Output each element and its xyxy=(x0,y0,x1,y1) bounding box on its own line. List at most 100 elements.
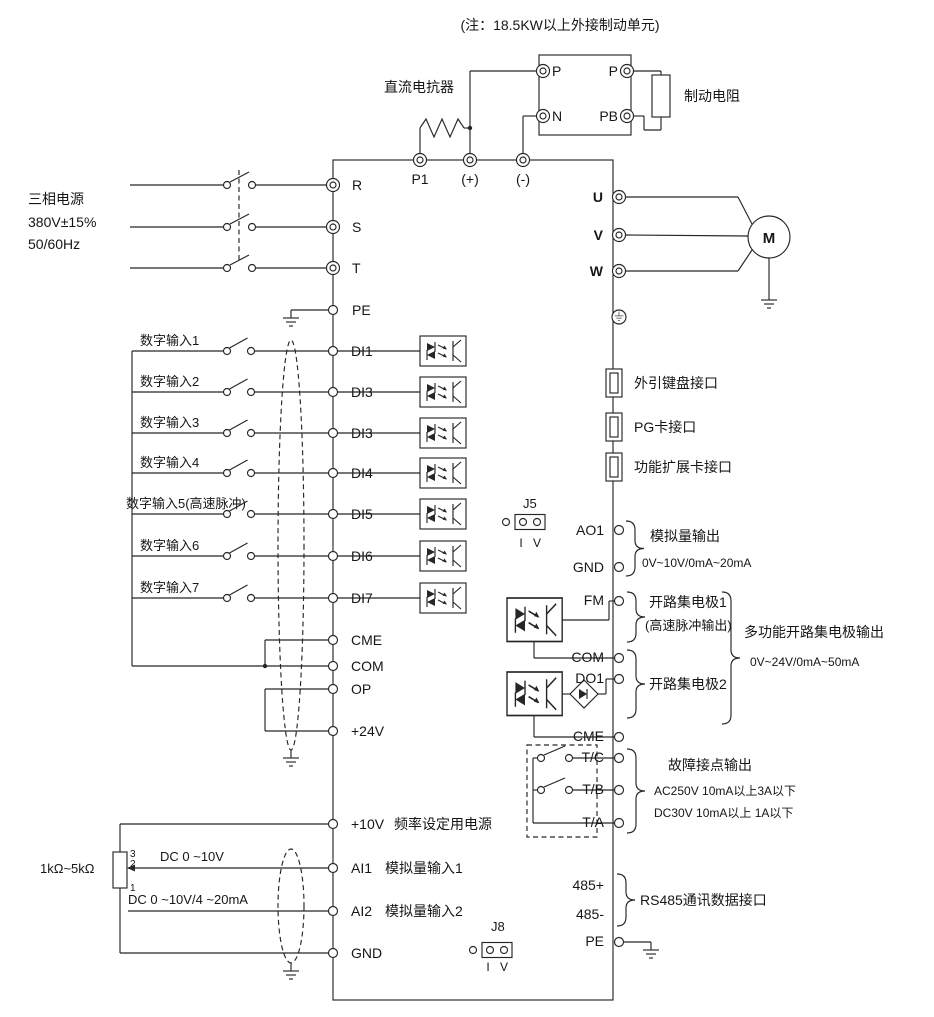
terminal-pe-label: PE xyxy=(352,302,371,318)
brake-n-label: N xyxy=(552,108,562,124)
oc2-label: 开路集电极2 xyxy=(649,676,727,692)
pot-pin-1: 1 xyxy=(130,883,136,894)
j5-label: J5 xyxy=(523,496,537,511)
pe-output-terminal: PE xyxy=(585,933,660,959)
terminal-com-out-label: COM xyxy=(571,649,604,665)
digital-input-2-label: 数字输入2 xyxy=(140,374,199,389)
terminal-u-label: U xyxy=(593,189,603,205)
digital-inputs: 数字输入1 DI1 数字输入2 DI3 数字输入3 DI3 数字输入4 xyxy=(126,333,467,767)
terminal-com-label: COM xyxy=(351,658,384,674)
digital-input-6-label: 数字输入6 xyxy=(140,538,199,553)
terminal-24v-label: +24V xyxy=(351,723,385,739)
terminal-pe-out-label: PE xyxy=(585,933,604,949)
fault-dc-rating: DC30V 10mA以上 1A以下 xyxy=(654,806,793,820)
potentiometer xyxy=(112,851,128,889)
shield-ellipse-analog xyxy=(277,848,305,964)
digital-input-5-label: 数字输入5(高速脉冲) xyxy=(126,496,246,511)
fault-output-label: 故障接点输出 xyxy=(668,757,752,773)
expansion-interfaces: 外引键盘接口 PG卡接口 功能扩展卡接口 xyxy=(605,368,732,482)
oc1-sub-label: (高速脉冲输出) xyxy=(645,618,732,633)
multi-oc-range: 0V~24V/0mA~50mA xyxy=(750,655,859,669)
rs485-label: RS485通讯数据接口 xyxy=(640,892,767,908)
pe-input-terminal: PE xyxy=(282,302,371,327)
fault-ac-rating: AC250V 10mA以上3A以下 xyxy=(654,784,796,798)
power-label-1: 三相电源 xyxy=(28,191,84,207)
terminal-op-label: OP xyxy=(351,681,371,697)
terminal-ai2-label: AI2 xyxy=(351,903,372,919)
expansion-card-interface-label: 功能扩展卡接口 xyxy=(634,459,732,475)
rs485-interface: 485+ 485- RS485通讯数据接口 xyxy=(572,873,767,927)
pot-value-label: 1kΩ~5kΩ xyxy=(40,861,95,876)
j5-v-label: V xyxy=(533,536,541,550)
terminal-ao1-label: AO1 xyxy=(576,522,604,538)
j8-label: J8 xyxy=(491,919,505,934)
terminal-minus-label: (-) xyxy=(516,171,530,187)
brake-p-left-label: P xyxy=(552,63,561,79)
oc2-brace xyxy=(626,649,646,719)
pot-wiper-arrow xyxy=(127,864,135,872)
terminal-10v-label: +10V xyxy=(351,816,385,832)
terminal-ai1-desc: 模拟量输入1 xyxy=(385,860,463,876)
three-phase-input: 三相电源 380V±15% 50/60Hz R S T xyxy=(28,170,362,276)
dc-reactor: 直流电抗器 xyxy=(384,79,473,154)
terminal-ta-label: T/A xyxy=(582,814,604,830)
analog-output-brace xyxy=(625,520,645,577)
brake-p-right-label: P xyxy=(609,63,618,79)
terminal-cme-out-label: CME xyxy=(573,728,604,744)
digital-input-1-label: 数字输入1 xyxy=(140,333,199,348)
j8-v-label: V xyxy=(500,960,508,974)
terminal-ai1-label: AI1 xyxy=(351,860,372,876)
jumper-j5: J5 I V xyxy=(501,496,546,550)
dc-reactor-label: 直流电抗器 xyxy=(384,79,454,95)
terminal-s-label: S xyxy=(352,219,361,235)
terminal-gnd-label: GND xyxy=(351,945,382,961)
motor-output: M U V W xyxy=(590,189,791,325)
brake-pb-label: PB xyxy=(599,108,618,124)
terminal-w-label: W xyxy=(590,263,604,279)
note-text: (注：18.5KW以上外接制动单元) xyxy=(460,17,659,33)
power-label-2: 380V±15% xyxy=(28,214,96,230)
terminal-cme-label: CME xyxy=(351,632,382,648)
power-label-3: 50/60Hz xyxy=(28,236,80,252)
motor-label: M xyxy=(763,230,776,247)
analog-output: AO1 GND 模拟量输出 0V~10V/0mA~20mA xyxy=(573,520,751,577)
terminal-tb-label: T/B xyxy=(582,781,604,797)
terminal-ai2-desc: 模拟量输入2 xyxy=(385,903,463,919)
terminal-r-label: R xyxy=(352,177,362,193)
terminal-do1-label: DO1 xyxy=(575,670,604,686)
terminal-p1-label: P1 xyxy=(411,171,428,187)
do1-output: COM DO1 开路集电极2 CME 多功能开路集电极输出 0V~24V/0mA… xyxy=(506,591,884,744)
rs485-brace xyxy=(616,873,636,927)
analog-output-range: 0V~10V/0mA~20mA xyxy=(642,556,751,570)
top-terminals: P1 (+) (-) xyxy=(411,152,531,187)
fault-brace xyxy=(626,748,646,834)
pot-pin-3: 3 xyxy=(130,849,136,860)
j5-i-label: I xyxy=(519,536,522,550)
terminal-tc-label: T/C xyxy=(581,749,604,765)
terminal-485m-label: 485- xyxy=(576,906,604,922)
oc1-brace xyxy=(626,591,646,643)
oc1-label: 开路集电极1 xyxy=(649,594,727,610)
digital-input-4-label: 数字输入4 xyxy=(140,455,199,470)
brake-unit: P P N PB 制动电阻 xyxy=(469,54,740,154)
terminal-485p-label: 485+ xyxy=(572,877,604,893)
j8-i-label: I xyxy=(486,960,489,974)
terminal-v-label: V xyxy=(594,227,604,243)
terminal-fm-label: FM xyxy=(584,592,604,608)
multi-oc-brace xyxy=(721,591,741,725)
fault-relay-output: T/C T/B T/A 故障接点输出 AC250V 10mA以上3A以下 DC3… xyxy=(526,744,796,838)
jumper-j8: J8 I V xyxy=(468,919,513,974)
pg-card-interface-label: PG卡接口 xyxy=(634,419,696,435)
earth-terminal xyxy=(611,309,627,325)
analog-inputs: +10V 频率设定用电源 3 2 1 1kΩ~5kΩ DC 0 ~10V AI1… xyxy=(40,816,492,980)
pot-pin-2: 2 xyxy=(130,859,136,870)
terminal-gnd-out-label: GND xyxy=(573,559,604,575)
analog-output-label: 模拟量输出 xyxy=(650,528,720,544)
multi-oc-label: 多功能开路集电极输出 xyxy=(744,624,884,640)
digital-input-3-label: 数字输入3 xyxy=(140,415,199,430)
fm-output: FM 开路集电极1 (高速脉冲输出) xyxy=(506,591,732,643)
terminal-t-label: T xyxy=(352,260,361,276)
digital-input-7-label: 数字输入7 xyxy=(140,580,199,595)
